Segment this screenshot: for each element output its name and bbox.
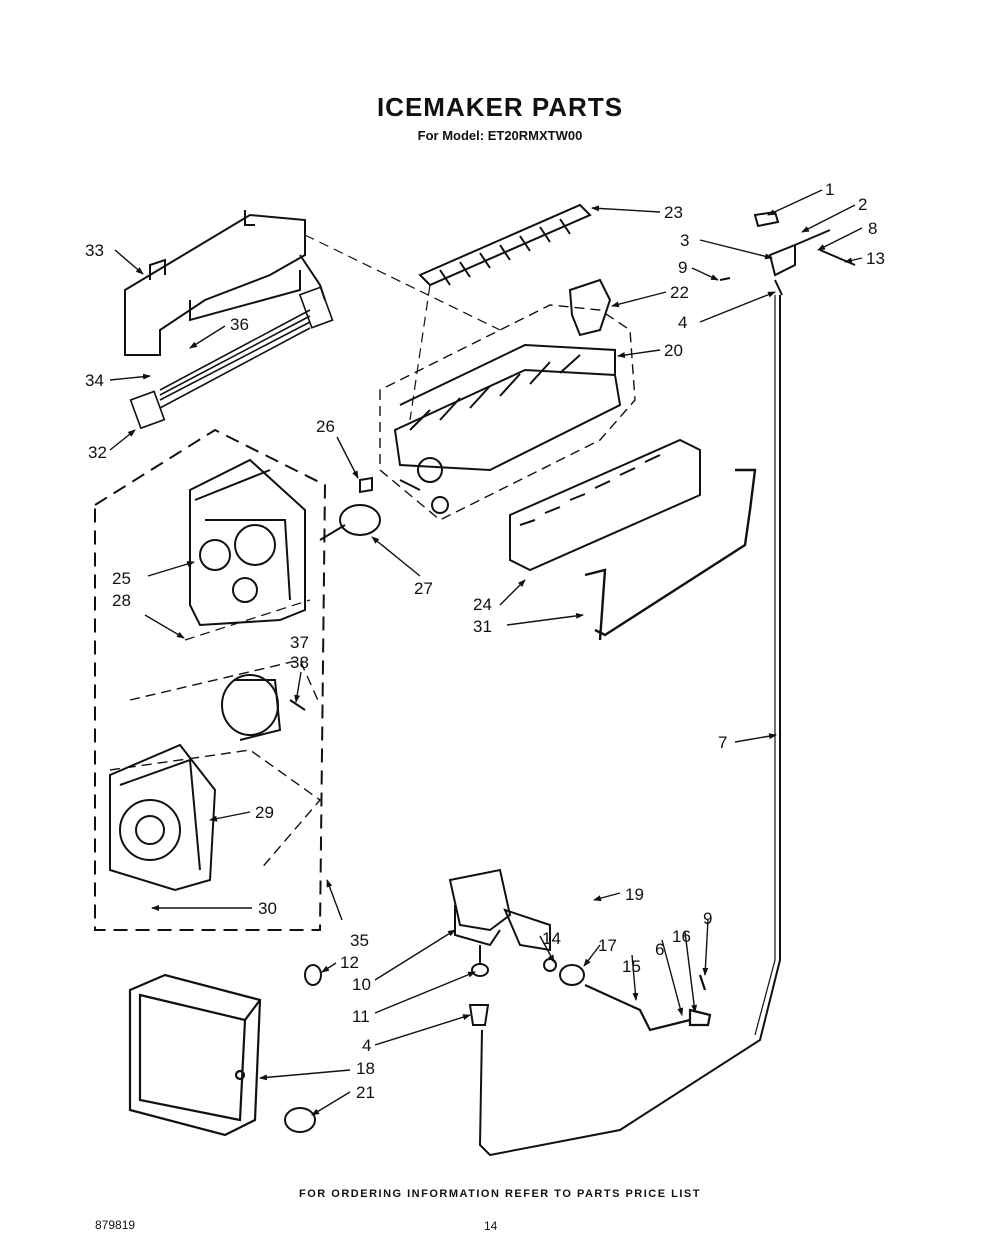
diagram-title: ICEMAKER PARTS [376,92,624,122]
callout-34: 34 [85,371,104,390]
callout-27: 27 [414,579,433,598]
callout-36: 36 [230,315,249,334]
icemaker-mold-part [393,343,622,514]
seal-part [471,963,489,977]
cover-part [128,973,262,1137]
callout-15: 15 [622,957,641,976]
callout-2: 2 [858,195,867,214]
motor-part [221,674,306,741]
callout-3: 3 [680,231,689,250]
screw-part [359,476,373,494]
ice-stripper-part [509,438,701,572]
fill-tube-fitting-part [719,210,856,296]
callout-23: 23 [664,203,683,222]
water-tube-part [478,295,781,1157]
callout-4a: 4 [678,313,687,332]
callout-4b: 4 [362,1036,371,1055]
module-housing-part [189,458,306,627]
wire-harness-part [129,286,334,430]
callout-11: 11 [352,1007,370,1026]
callout-9a: 9 [678,258,687,277]
mounting-bracket-part [124,210,326,356]
plate-dashed-line [109,749,322,871]
callout-28: 28 [112,591,131,610]
inlet-fitting-part [543,958,585,986]
callout-33: 33 [85,241,104,260]
callout-20: 20 [664,341,683,360]
alignment-line-b [409,284,431,421]
cover-knob-part [284,1107,316,1133]
callout-19: 19 [625,885,644,904]
callout-21: 21 [356,1083,375,1102]
callout-8: 8 [868,219,877,238]
callout-31: 31 [473,617,492,636]
callout-38: 38 [290,653,309,672]
inlet-tube-part [584,974,712,1032]
alignment-line-a [304,234,501,331]
callout-13: 13 [866,249,885,268]
mounting-plate-part [109,743,217,892]
document-code: 879819 [95,1218,136,1232]
ordering-note: FOR ORDERING INFORMATION REFER TO PARTS … [299,1188,701,1200]
callout-14: 14 [542,929,561,948]
callout-17: 17 [598,936,617,955]
callout-26: 26 [316,417,335,436]
callout-leader-lines [109,189,863,1116]
model-subtitle: For Model: ET20RMXTW00 [417,128,583,143]
fill-cup-part [568,278,612,337]
page-number: 14 [484,1219,498,1233]
callout-18: 18 [356,1059,375,1078]
ice-ejector-part [418,203,592,287]
callout-16: 16 [672,927,691,946]
bushing-part [304,964,322,986]
callout-9b: 9 [703,909,712,928]
callout-12: 12 [340,953,359,972]
callout-6: 6 [655,940,664,959]
callout-10: 10 [352,975,371,994]
water-tube-inner-line [754,295,776,1036]
callout-24: 24 [473,595,492,614]
water-valve-part [448,868,551,965]
alignment-line-c [184,599,311,641]
callout-1: 1 [825,180,834,199]
callout-labels: 1 2 3 8 13 9 4 23 22 20 33 36 34 32 26 2… [85,180,885,1102]
valve-fitting-part [468,1004,490,1026]
callout-30: 30 [258,899,277,918]
callout-37: 37 [290,633,309,652]
callout-22: 22 [670,283,689,302]
callout-29: 29 [255,803,274,822]
callout-35: 35 [350,931,369,950]
mold-dashed-outline [379,304,636,521]
shutoff-arm-part [584,468,757,641]
module-dashed-outline [94,428,327,931]
callout-25: 25 [112,569,131,588]
callout-7: 7 [718,733,727,752]
callout-32: 32 [88,443,107,462]
thermostat-part [319,504,381,541]
